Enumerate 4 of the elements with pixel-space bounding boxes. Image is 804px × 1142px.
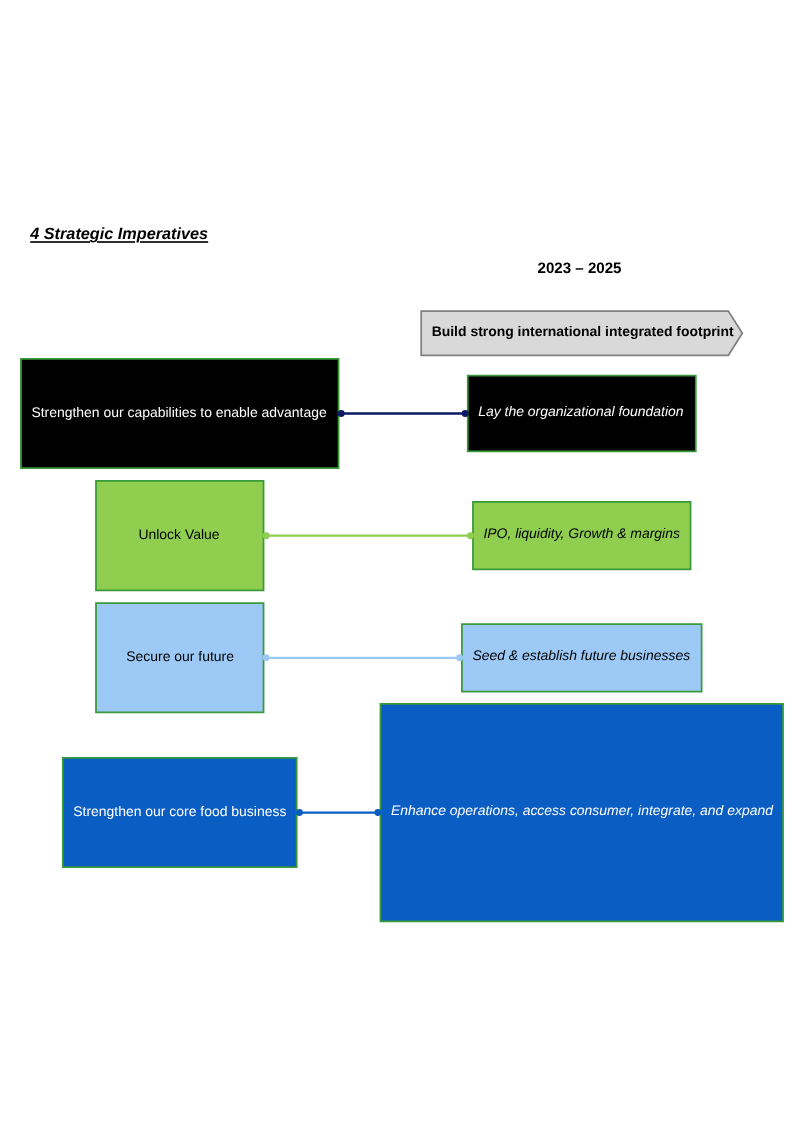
connector	[337, 408, 469, 416]
connector	[295, 808, 382, 816]
connector	[262, 531, 474, 539]
connector	[262, 653, 464, 661]
